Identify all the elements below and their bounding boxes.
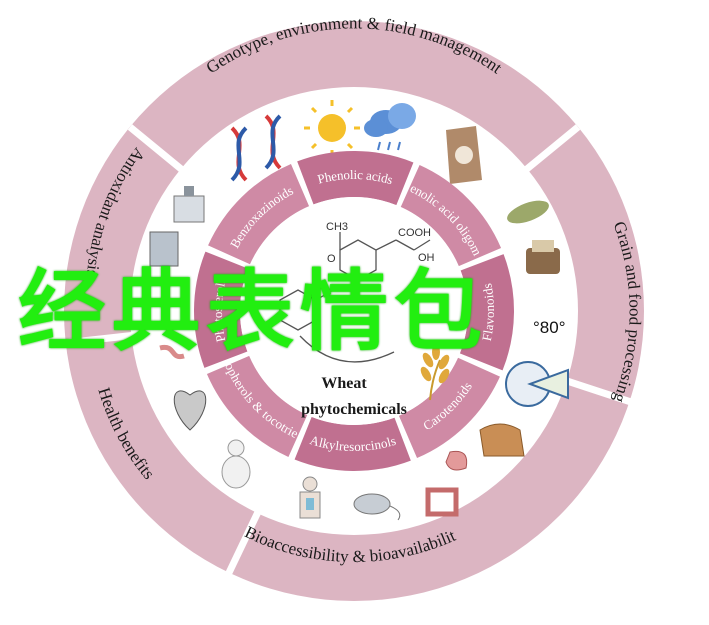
side-degree-text: °80° xyxy=(533,318,566,337)
inner-segment-2 xyxy=(459,254,514,371)
molecule-labels: CH3 O OH COOH xyxy=(326,221,435,265)
inner-segment-4 xyxy=(294,416,411,471)
molecule-label-oh: OH xyxy=(418,252,435,264)
icon-band-icons xyxy=(149,100,569,521)
molecule-label-o: O xyxy=(327,253,336,265)
inner-label-0: Phenolic acids xyxy=(316,167,395,187)
bread-basket-icon xyxy=(526,240,560,274)
stomach-icon xyxy=(445,450,468,471)
intestine-icon xyxy=(159,344,185,360)
dna-icon xyxy=(230,114,282,182)
inner-segment-0 xyxy=(297,151,414,206)
wheat-stalk-icon xyxy=(420,344,450,401)
center-title-line1: Wheat xyxy=(321,375,367,392)
heart-icon xyxy=(173,390,207,431)
inner-label-6: Phytosterols xyxy=(210,276,229,343)
rain-cloud-icon xyxy=(364,103,416,151)
seed-bag-icon xyxy=(446,126,482,184)
overlay-text: 经典表情包 xyxy=(18,260,489,363)
lab-instrument-icon xyxy=(149,186,205,267)
inner-label-4: Alkylresorcinols xyxy=(308,432,397,454)
inner-label-2: Flavonoids xyxy=(479,282,497,342)
inner-segment-1 xyxy=(400,165,502,267)
molecule-label-ch3: CH3 xyxy=(326,221,348,233)
molecule-label-cooh: COOH xyxy=(398,227,431,239)
inner-segment-7 xyxy=(208,163,310,265)
inner-segment-6 xyxy=(194,251,249,368)
digestive-system-icon xyxy=(299,476,321,519)
inner-segment-5 xyxy=(206,355,308,457)
wheat-grain-icon xyxy=(507,200,549,224)
inner-segment-3 xyxy=(398,357,500,459)
rat-icon xyxy=(353,493,401,521)
body-icon xyxy=(221,439,251,489)
molecule-structure xyxy=(279,232,431,363)
grain-process-icon xyxy=(505,361,569,407)
center-circle xyxy=(240,197,468,425)
colon-icon xyxy=(425,487,459,517)
bread-loaf-icon xyxy=(479,423,525,457)
center-title-line2: phytochemicals xyxy=(301,401,407,418)
